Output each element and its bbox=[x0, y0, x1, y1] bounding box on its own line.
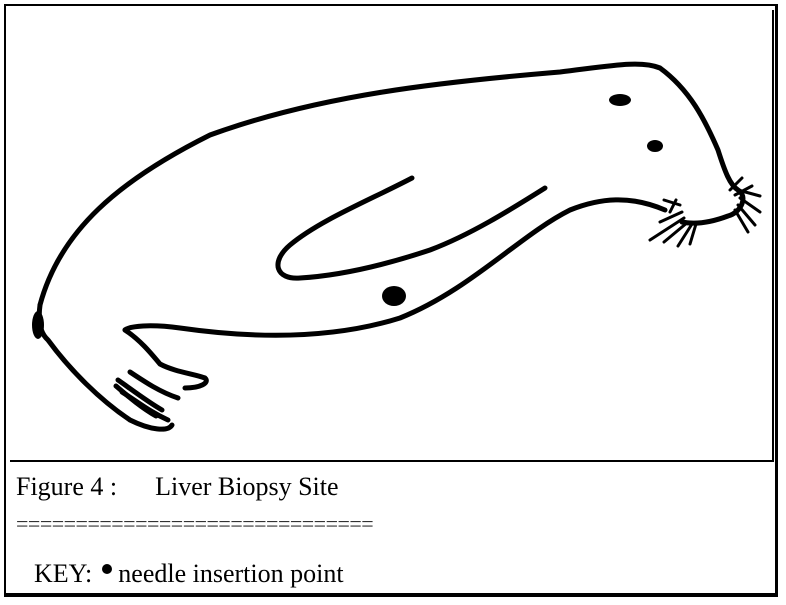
seal-front-flipper bbox=[278, 178, 545, 278]
figure-caption: Figure 4 : Liver Biopsy Site bbox=[16, 470, 339, 504]
needle-insertion-point-marker bbox=[382, 286, 406, 306]
seal-belly-outline bbox=[125, 200, 665, 335]
key-prefix: KEY: bbox=[34, 559, 92, 588]
legend-key: KEY: needle insertion point bbox=[34, 558, 344, 590]
seal-body-outline bbox=[40, 64, 743, 305]
separator-line: ============================== bbox=[16, 512, 373, 536]
seal-illustration bbox=[0, 0, 786, 470]
figure-number: Figure 4 : bbox=[16, 470, 117, 504]
seal-eye bbox=[609, 94, 631, 106]
seal-nostril bbox=[647, 140, 663, 152]
key-label: needle insertion point bbox=[118, 559, 343, 588]
needle-point-legend-icon bbox=[102, 564, 112, 574]
figure-title: Liver Biopsy Site bbox=[155, 470, 338, 504]
